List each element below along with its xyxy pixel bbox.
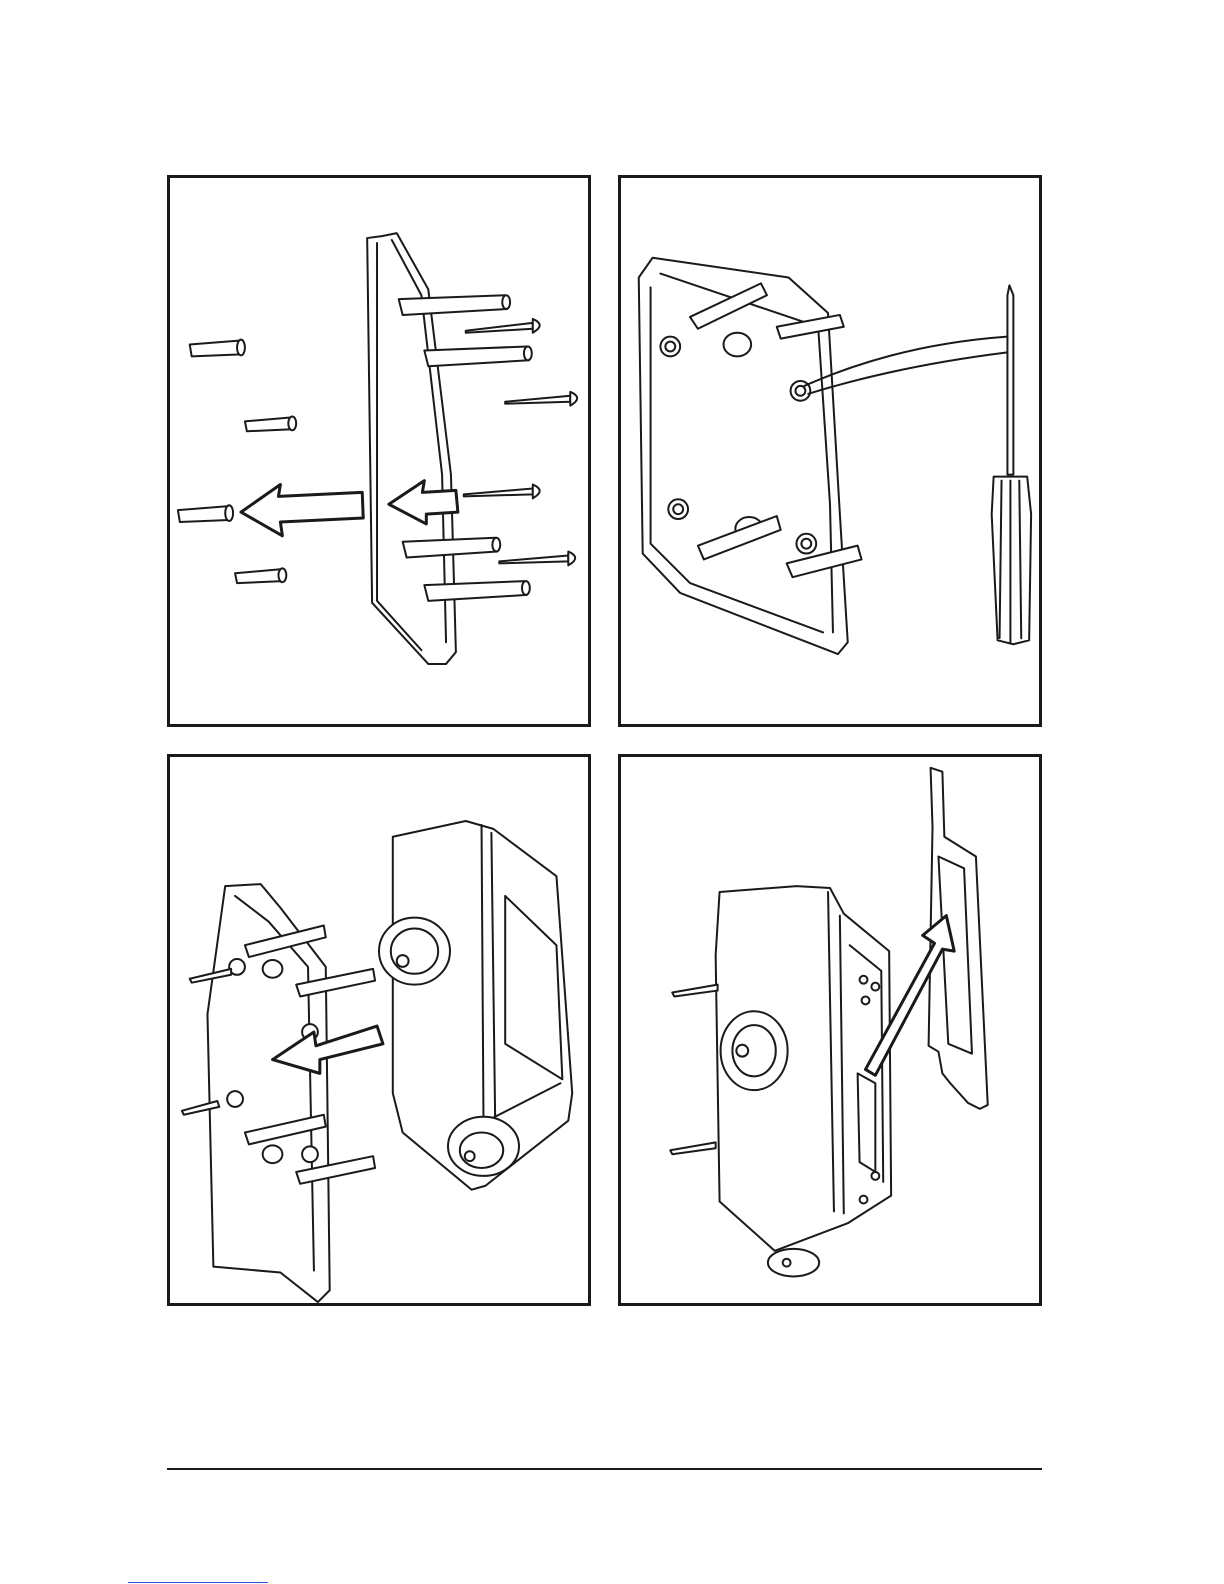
screws: [670, 985, 717, 1155]
illustration-panel-screwdriver: [618, 175, 1042, 727]
screwdriver: [992, 285, 1031, 644]
control-unit: [716, 886, 891, 1276]
wall-plugs: [178, 340, 296, 584]
illustration-panel-attach-device: [167, 754, 591, 1306]
footer-rule: [167, 1468, 1042, 1470]
illustration-panel-front-cover: [618, 754, 1042, 1306]
mounting-plate: [639, 258, 848, 654]
front-cover-illustration: [621, 757, 1039, 1303]
screwdriver-illustration: [621, 178, 1039, 724]
wall-plugs-illustration: [170, 178, 588, 724]
footer-link-underline: [128, 1582, 268, 1583]
screwdriver-cable: [804, 337, 1007, 394]
control-unit: [379, 821, 572, 1190]
attach-device-illustration: [170, 757, 588, 1303]
illustration-panel-wall-plugs: [167, 175, 591, 727]
